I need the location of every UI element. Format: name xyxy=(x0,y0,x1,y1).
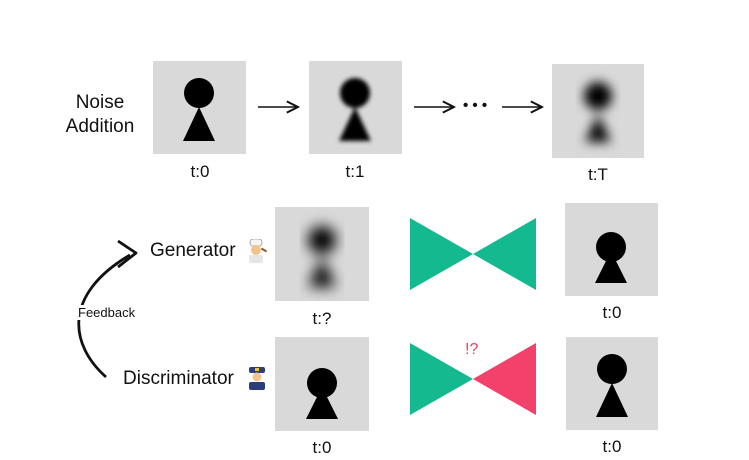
arrow-right-icon xyxy=(502,100,546,114)
cook-icon xyxy=(246,238,268,268)
caption-noise-t0: t:0 xyxy=(190,162,210,181)
arrow-right-icon xyxy=(258,100,302,114)
noise-addition-label: Noise Addition xyxy=(50,91,150,139)
verdict-mark: !? xyxy=(465,341,479,358)
pawn-figure-icon xyxy=(183,78,215,141)
caption-discriminator-input: t:0 xyxy=(312,438,332,457)
noisy-pawn-figure-icon xyxy=(308,226,336,287)
ellipsis-dots: • • • xyxy=(463,97,488,114)
tile-generator-output xyxy=(565,203,658,296)
noise-label-line2: Addition xyxy=(65,116,135,137)
tile-noise-t1 xyxy=(309,61,402,154)
heavily-blurred-pawn-figure-icon xyxy=(584,82,612,142)
noise-label-line1: Noise xyxy=(75,92,125,113)
feedback-label: Feedback xyxy=(76,305,138,320)
generator-label: Generator xyxy=(150,240,236,261)
caption-noise-tT: t:T xyxy=(588,165,608,184)
tile-noise-tT xyxy=(552,64,644,158)
caption-discriminator-reference: t:0 xyxy=(602,437,622,456)
generator-bowtie-icon xyxy=(410,218,536,290)
caption-generator-output: t:0 xyxy=(602,303,622,322)
caption-generator-input: t:? xyxy=(312,309,332,328)
police-officer-icon xyxy=(247,366,267,395)
tile-discriminator-reference xyxy=(566,337,658,430)
arrow-right-icon xyxy=(414,100,458,114)
tile-generator-input xyxy=(275,207,369,301)
keyhole-figure-icon xyxy=(595,232,627,283)
caption-noise-t1: t:1 xyxy=(345,162,365,181)
discriminator-bowtie-icon xyxy=(410,343,536,415)
tile-noise-t0 xyxy=(153,61,246,154)
keyhole-figure-icon xyxy=(306,368,338,419)
discriminator-label: Discriminator xyxy=(123,368,234,389)
pawn-figure-icon xyxy=(596,354,628,417)
blurred-pawn-figure-icon xyxy=(339,78,371,141)
tile-discriminator-input xyxy=(275,337,369,431)
